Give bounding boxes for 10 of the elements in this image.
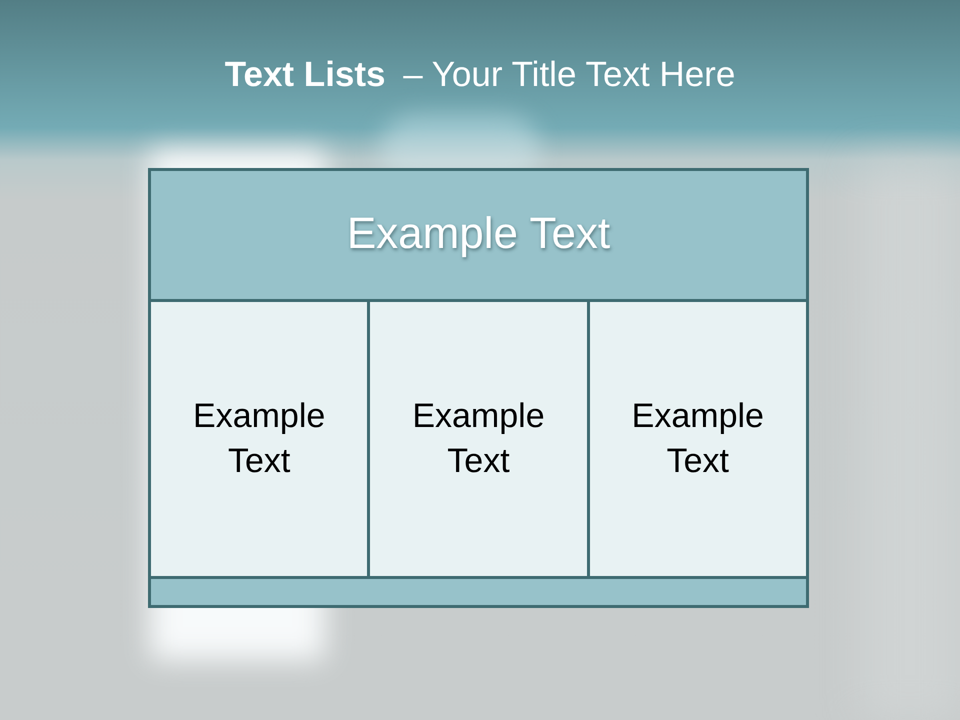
cell-text: Example Text <box>411 396 546 482</box>
text-cell <box>151 302 368 576</box>
text-cell <box>370 302 587 576</box>
header-text: Example Text <box>346 209 610 259</box>
cell-text: Example Text <box>192 396 326 482</box>
cell-text: Example Text <box>630 396 765 482</box>
slide-title: Text Lists – Your Title Text Here <box>224 54 736 96</box>
header-cell <box>151 171 806 299</box>
text-cell <box>590 302 806 576</box>
footer-bar <box>151 579 806 605</box>
